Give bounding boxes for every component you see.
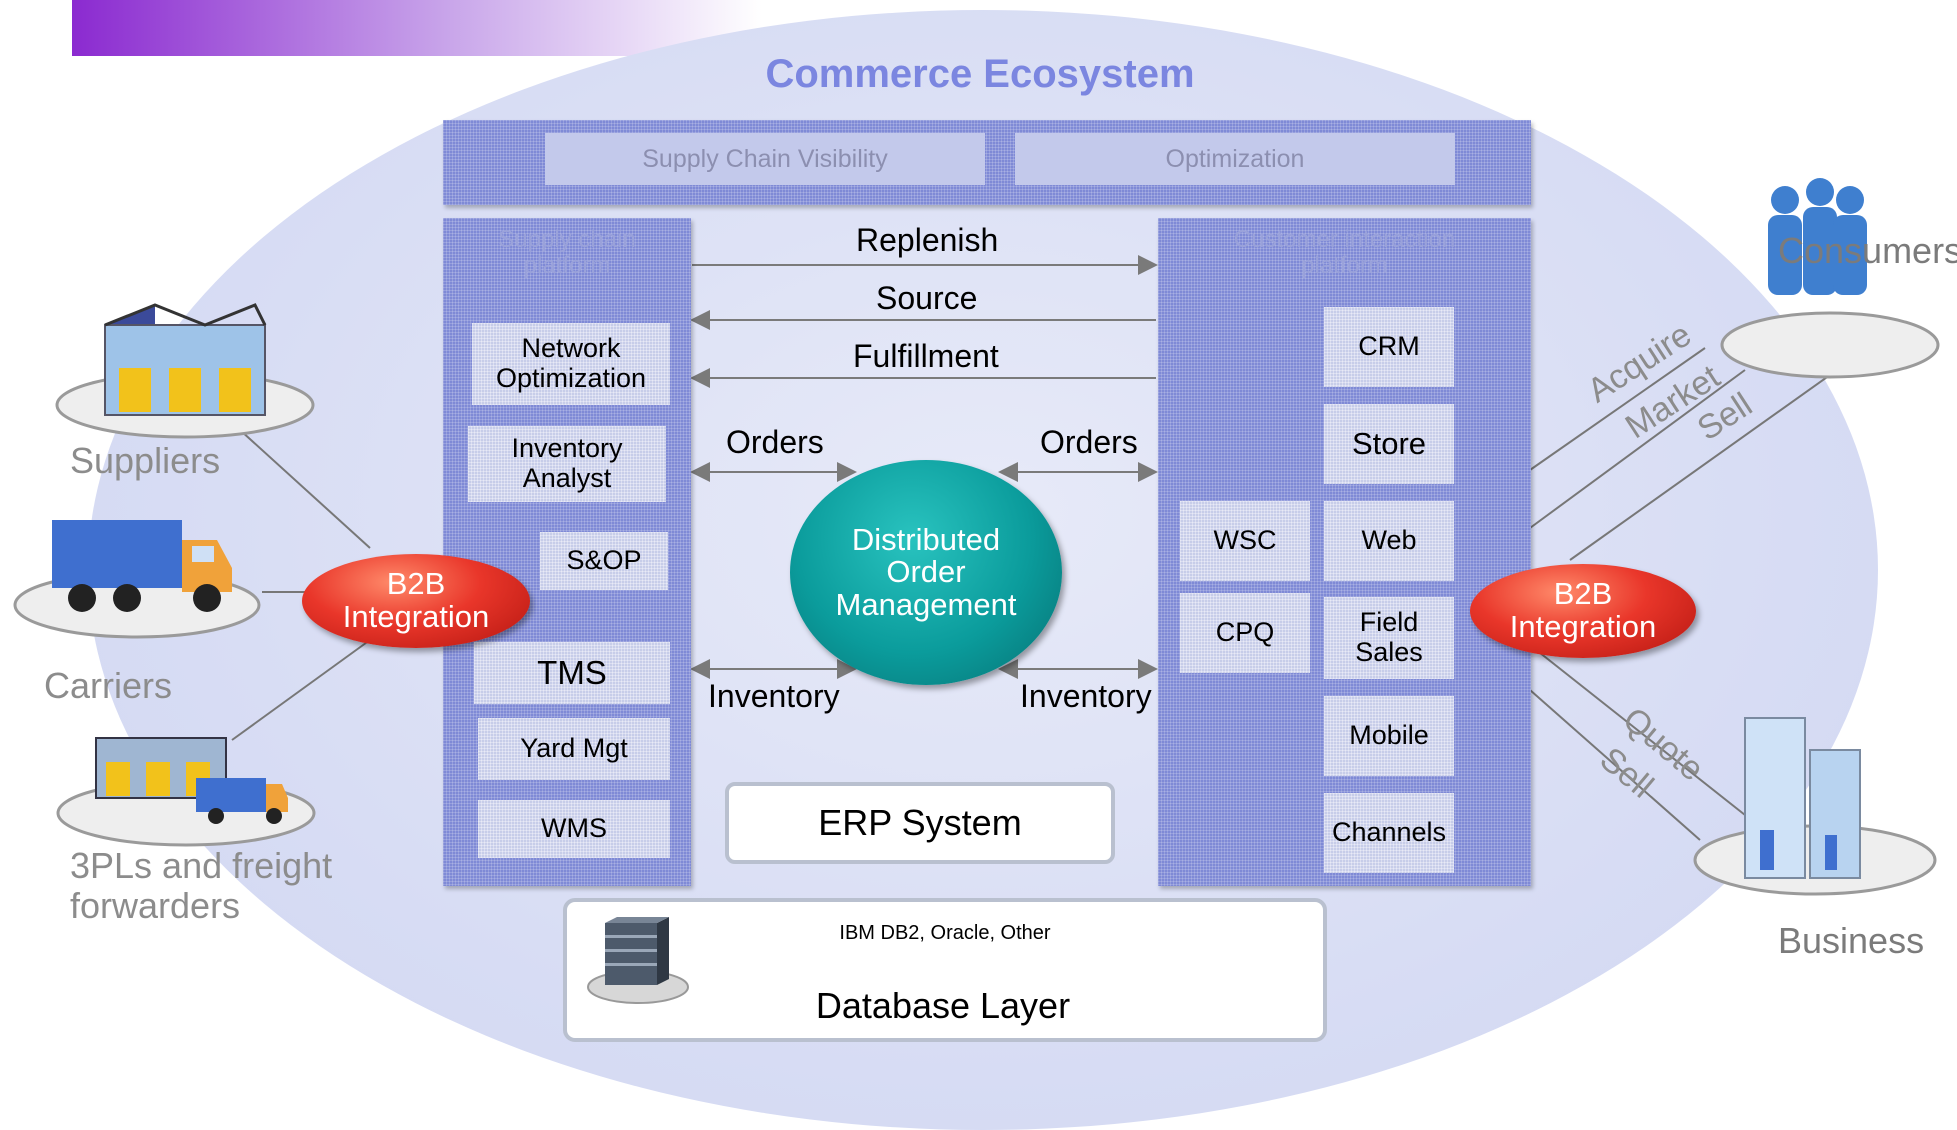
sop-box: S&OP xyxy=(540,532,668,590)
orders-left-label: Orders xyxy=(726,424,824,460)
suppliers-warehouse-icon xyxy=(55,303,315,439)
replenish-label: Replenish xyxy=(856,222,999,258)
erp-system-box: ERP System xyxy=(725,782,1115,864)
suppliers-label: Suppliers xyxy=(70,440,221,481)
database-layer-label: Database Layer xyxy=(815,985,1071,1026)
channels-box: Channels xyxy=(1324,793,1454,873)
header-gradient-bar xyxy=(72,0,762,56)
optimization-box: Optimization xyxy=(1015,133,1455,185)
page-title: Commerce Ecosystem xyxy=(765,52,1195,96)
3pls-label: 3PLs and freight forwarders xyxy=(70,845,333,926)
field-sales-box: Field Sales xyxy=(1324,597,1454,679)
carriers-label: Carriers xyxy=(44,665,173,706)
distributed-order-management-node: Distributed Order Management xyxy=(790,460,1062,685)
database-vendors-text: IBM DB2, Oracle, Other xyxy=(839,922,1051,944)
wms-box: WMS xyxy=(478,800,670,858)
source-label: Source xyxy=(876,280,978,316)
supply-chain-visibility-box: Supply Chain Visibility xyxy=(545,133,985,185)
inventory-analyst-box: Inventory Analyst xyxy=(468,426,666,502)
fulfillment-label: Fulfillment xyxy=(853,338,999,374)
mobile-box: Mobile xyxy=(1324,696,1454,776)
b2b-integration-left: B2B Integration xyxy=(302,554,530,648)
orders-right-label: Orders xyxy=(1040,424,1138,460)
inventory-left-label: Inventory xyxy=(708,678,840,714)
database-server-icon xyxy=(587,917,689,1004)
supply-chain-platform-header: Supply chain platform xyxy=(498,225,636,279)
customer-interaction-platform-header: Customer interaction platform xyxy=(1233,225,1456,279)
business-label: Business xyxy=(1778,920,1925,961)
database-layer-box xyxy=(563,898,1327,1042)
yard-mgt-box: Yard Mgt xyxy=(478,718,670,780)
carriers-truck-icon xyxy=(13,520,261,639)
cpq-box: CPQ xyxy=(1180,593,1310,673)
consumers-label: Consumers xyxy=(1778,230,1957,271)
network-optimization-box: Network Optimization xyxy=(472,323,670,405)
inventory-right-label: Inventory xyxy=(1020,678,1152,714)
store-box: Store xyxy=(1324,404,1454,484)
web-box: Web xyxy=(1324,501,1454,581)
crm-box: CRM xyxy=(1324,307,1454,387)
tms-box: TMS xyxy=(474,642,670,704)
3pl-warehouse-truck-icon xyxy=(56,737,316,847)
b2b-integration-right: B2B Integration xyxy=(1470,564,1696,658)
consumers-people-icon xyxy=(1720,178,1940,379)
business-buildings-icon xyxy=(1693,717,1937,896)
wsc-box: WSC xyxy=(1180,501,1310,581)
